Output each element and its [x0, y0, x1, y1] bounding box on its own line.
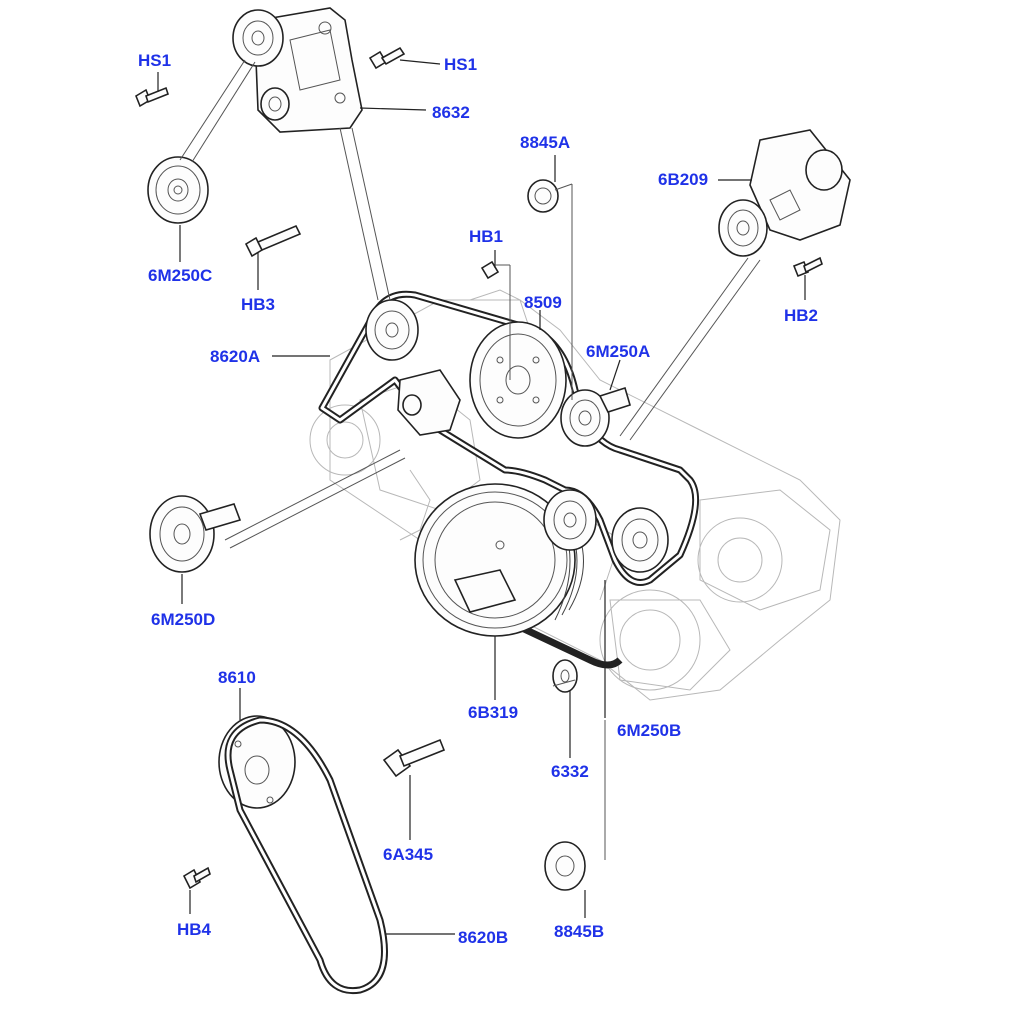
label-6m250b: 6M250B [617, 721, 682, 740]
label-6m250a: 6M250A [586, 342, 651, 361]
idler-pulley-6m250a [560, 386, 631, 447]
label-hb4: HB4 [177, 920, 212, 939]
label-6332: 6332 [551, 762, 589, 781]
label-6b209: 6B209 [658, 170, 709, 189]
tensioner-bracket-8632 [232, 7, 363, 133]
bolt-hs1-right [368, 46, 406, 70]
label-8509: 8509 [524, 293, 562, 312]
label-6m250c: 6M250C [148, 266, 213, 285]
tensioner-arm [397, 369, 461, 436]
idler-pulley-upper [365, 299, 419, 361]
label-8845a: 8845A [520, 133, 571, 152]
label-hb2: HB2 [784, 306, 819, 325]
label-8845b: 8845B [554, 922, 605, 941]
bolt-hb2 [792, 256, 823, 278]
spacer-6332 [552, 659, 578, 693]
idler-pulley-6m250d [149, 495, 242, 573]
label-8620a: 8620A [210, 347, 261, 366]
label-6a345: 6A345 [383, 845, 434, 864]
label-8632: 8632 [432, 103, 470, 122]
drive-belt-8620b [224, 716, 388, 995]
pulley-8610 [218, 715, 296, 809]
water-pump-pulley-8509 [469, 321, 567, 439]
dust-cap-8845b [544, 841, 586, 891]
label-hb3: HB3 [241, 295, 276, 314]
dust-cap-8845a [527, 179, 559, 213]
label-hs1-left: HS1 [138, 51, 172, 70]
bolt-6a345 [382, 738, 446, 778]
idler-pulley-6m250c [147, 156, 209, 224]
label-hb1: HB1 [469, 227, 504, 246]
bolt-hb3 [244, 224, 302, 258]
label-6b319: 6B319 [468, 703, 519, 722]
label-6m250d: 6M250D [151, 610, 216, 629]
bolt-hs1-left [135, 86, 169, 108]
label-hs1-right: HS1 [444, 55, 478, 74]
bolt-hb4 [182, 866, 211, 890]
crankshaft-pulley-6b319 [414, 483, 584, 637]
belt-tensioner-6b209 [718, 129, 851, 257]
leader-lines [157, 59, 806, 935]
label-8610: 8610 [218, 668, 256, 687]
label-8620b: 8620B [458, 928, 509, 947]
idler-pulley-6m250b [611, 507, 669, 573]
bolt-hb1 [480, 260, 500, 280]
idler-pulley-lower [543, 489, 597, 551]
